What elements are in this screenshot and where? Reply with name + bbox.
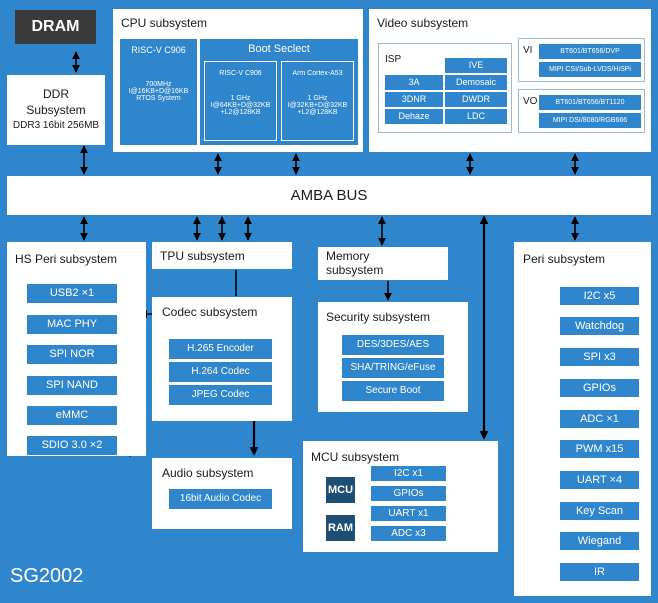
memory-title-2: subsystem bbox=[326, 263, 384, 277]
hs-sdio: SDIO 3.0 ×2 bbox=[27, 436, 117, 455]
mcu-core: MCU bbox=[326, 477, 355, 503]
codec-jpeg: JPEG Codec bbox=[169, 385, 272, 405]
peri-uart: UART ×4 bbox=[560, 471, 639, 489]
vi-item-1: BT601/BT656/DVP bbox=[539, 44, 641, 59]
isp-label: ISP bbox=[385, 54, 402, 65]
riscv-main-freq: 700MHz bbox=[145, 81, 172, 88]
codec-title: Codec subsystem bbox=[162, 305, 258, 319]
mcu-gpios: GPIOs bbox=[371, 486, 446, 501]
security-subsystem: Security subsystem DES/3DES/AES SHA/TRIN… bbox=[318, 302, 468, 412]
peri-adc: ADC ×1 bbox=[560, 410, 639, 428]
hs-usb2: USB2 ×1 bbox=[27, 284, 117, 303]
vo-label: VO bbox=[523, 96, 538, 107]
riscv-main-label: RISC-V C906 bbox=[131, 45, 186, 55]
amba-bus-label: AMBA BUS bbox=[290, 187, 368, 204]
boot-riscv-block: RISC-V C906 1 GHz I@64KB+D@32KB +L2@128K… bbox=[204, 61, 277, 141]
boot-select-label: Boot Seclect bbox=[248, 43, 310, 55]
boot-arm-cache: I@32KB+D@32KB bbox=[287, 102, 348, 109]
boot-arm-block: Arm Cortex-A53 1 GHz I@32KB+D@32KB +L2@1… bbox=[281, 61, 354, 141]
mcu-title: MCU subsystem bbox=[311, 450, 400, 464]
mcu-uart: UART x1 bbox=[371, 506, 446, 521]
isp-dehaze: Dehaze bbox=[385, 109, 443, 124]
boot-arm-label: Arm Cortex-A53 bbox=[292, 70, 343, 77]
cpu-subsystem: CPU subsystem RISC-V C906 700MHz I@16KB+… bbox=[113, 9, 363, 152]
security-des: DES/3DES/AES bbox=[342, 335, 444, 355]
codec-subsystem: Codec subsystem H.265 Encoder H.264 Code… bbox=[152, 297, 292, 421]
peri-pwm: PWM x15 bbox=[560, 440, 639, 458]
isp-dwdr: DWDR bbox=[445, 92, 507, 107]
mcu-adc: ADC x3 bbox=[371, 526, 446, 541]
memory-title-1: Memory bbox=[326, 249, 370, 263]
mcu-i2c: I2C x1 bbox=[371, 466, 446, 481]
hs-spi-nand: SPI NAND bbox=[27, 376, 117, 395]
ddr-subtitle: Subsystem bbox=[26, 103, 86, 117]
tpu-subsystem: TPU subsystem bbox=[152, 242, 292, 269]
audio-subsystem: Audio subsystem 16bit Audio Codec bbox=[152, 458, 292, 529]
riscv-main-os: RTOS System bbox=[136, 95, 181, 102]
tpu-title: TPU subsystem bbox=[160, 249, 245, 263]
boot-riscv-cache: I@64KB+D@32KB bbox=[210, 102, 271, 109]
boot-riscv-label: RISC-V C906 bbox=[219, 70, 262, 77]
codec-h264: H.264 Codec bbox=[169, 362, 272, 382]
mcu-ram: RAM bbox=[326, 515, 355, 541]
security-secure-boot: Secure Boot bbox=[342, 381, 444, 401]
peri-i2c: I2C x5 bbox=[560, 287, 639, 305]
dram-block: DRAM bbox=[15, 10, 96, 44]
vo-item-1: BT601/BT656/BT1120 bbox=[539, 95, 641, 110]
hs-spi-nor: SPI NOR bbox=[27, 345, 117, 364]
ddr-title: DDR bbox=[43, 87, 69, 101]
mcu-subsystem: MCU subsystem MCU RAM I2C x1 GPIOs UART … bbox=[303, 441, 498, 552]
chip-name: SG2002 bbox=[10, 565, 84, 587]
boot-arm-freq: 1 GHz bbox=[307, 95, 328, 102]
amba-bus: AMBA BUS bbox=[7, 176, 651, 215]
riscv-main-cache: I@16KB+D@16KB bbox=[128, 88, 189, 95]
isp-ldc: LDC bbox=[445, 109, 507, 124]
video-subsystem: Video subsystem ISP IVE 3A Demosaic 3DNR… bbox=[369, 9, 651, 152]
isp-block: ISP IVE 3A Demosaic 3DNR DWDR Dehaze LDC bbox=[378, 43, 512, 133]
boot-riscv-freq: 1 GHz bbox=[230, 95, 251, 102]
hs-peri-title: HS Peri subsystem bbox=[15, 252, 118, 266]
security-title: Security subsystem bbox=[326, 310, 431, 324]
peri-ir: IR bbox=[560, 563, 639, 581]
hs-mac-phy: MAC PHY bbox=[27, 315, 117, 334]
hs-emmc: eMMC bbox=[27, 406, 117, 425]
codec-h265: H.265 Encoder bbox=[169, 339, 272, 359]
security-sha: SHA/TRING/eFuse bbox=[342, 358, 444, 378]
riscv-main-block: RISC-V C906 700MHz I@16KB+D@16KB RTOS Sy… bbox=[120, 39, 197, 145]
isp-ive: IVE bbox=[445, 58, 507, 73]
video-title: Video subsystem bbox=[377, 16, 469, 30]
boot-select-block: Boot Seclect RISC-V C906 1 GHz I@64KB+D@… bbox=[200, 39, 358, 145]
vo-item-2: MIPI DSI/8080/RGB666 bbox=[539, 113, 641, 128]
ddr-spec: DDR3 16bit 256MB bbox=[12, 120, 100, 131]
peri-watchdog: Watchdog bbox=[560, 317, 639, 335]
vi-label: VI bbox=[523, 45, 533, 56]
vo-block: VO BT601/BT656/BT1120 MIPI DSI/8080/RGB6… bbox=[518, 89, 645, 133]
cpu-title: CPU subsystem bbox=[121, 16, 208, 30]
boot-riscv-l2: +L2@128KB bbox=[220, 109, 261, 116]
isp-demosaic: Demosaic bbox=[445, 75, 507, 90]
vi-block: VI BT601/BT656/DVP MIPI CSI/Sub-LVDS/HiS… bbox=[518, 38, 645, 82]
isp-3a: 3A bbox=[385, 75, 443, 90]
ddr-subsystem: DDR Subsystem DDR3 16bit 256MB bbox=[7, 75, 105, 145]
vi-item-2: MIPI CSI/Sub-LVDS/HiSPi bbox=[539, 62, 641, 77]
peri-gpios: GPIOs bbox=[560, 379, 639, 397]
peri-spi: SPI x3 bbox=[560, 348, 639, 366]
peri-key-scan: Key Scan bbox=[560, 502, 639, 520]
audio-title: Audio subsystem bbox=[162, 466, 254, 480]
peri-title: Peri subsystem bbox=[523, 252, 606, 266]
peri-wiegand: Wiegand bbox=[560, 532, 639, 550]
audio-codec: 16bit Audio Codec bbox=[169, 489, 272, 509]
memory-subsystem: Memory subsystem bbox=[318, 247, 448, 280]
isp-3dnr: 3DNR bbox=[385, 92, 443, 107]
boot-arm-l2: +L2@128KB bbox=[297, 109, 338, 116]
